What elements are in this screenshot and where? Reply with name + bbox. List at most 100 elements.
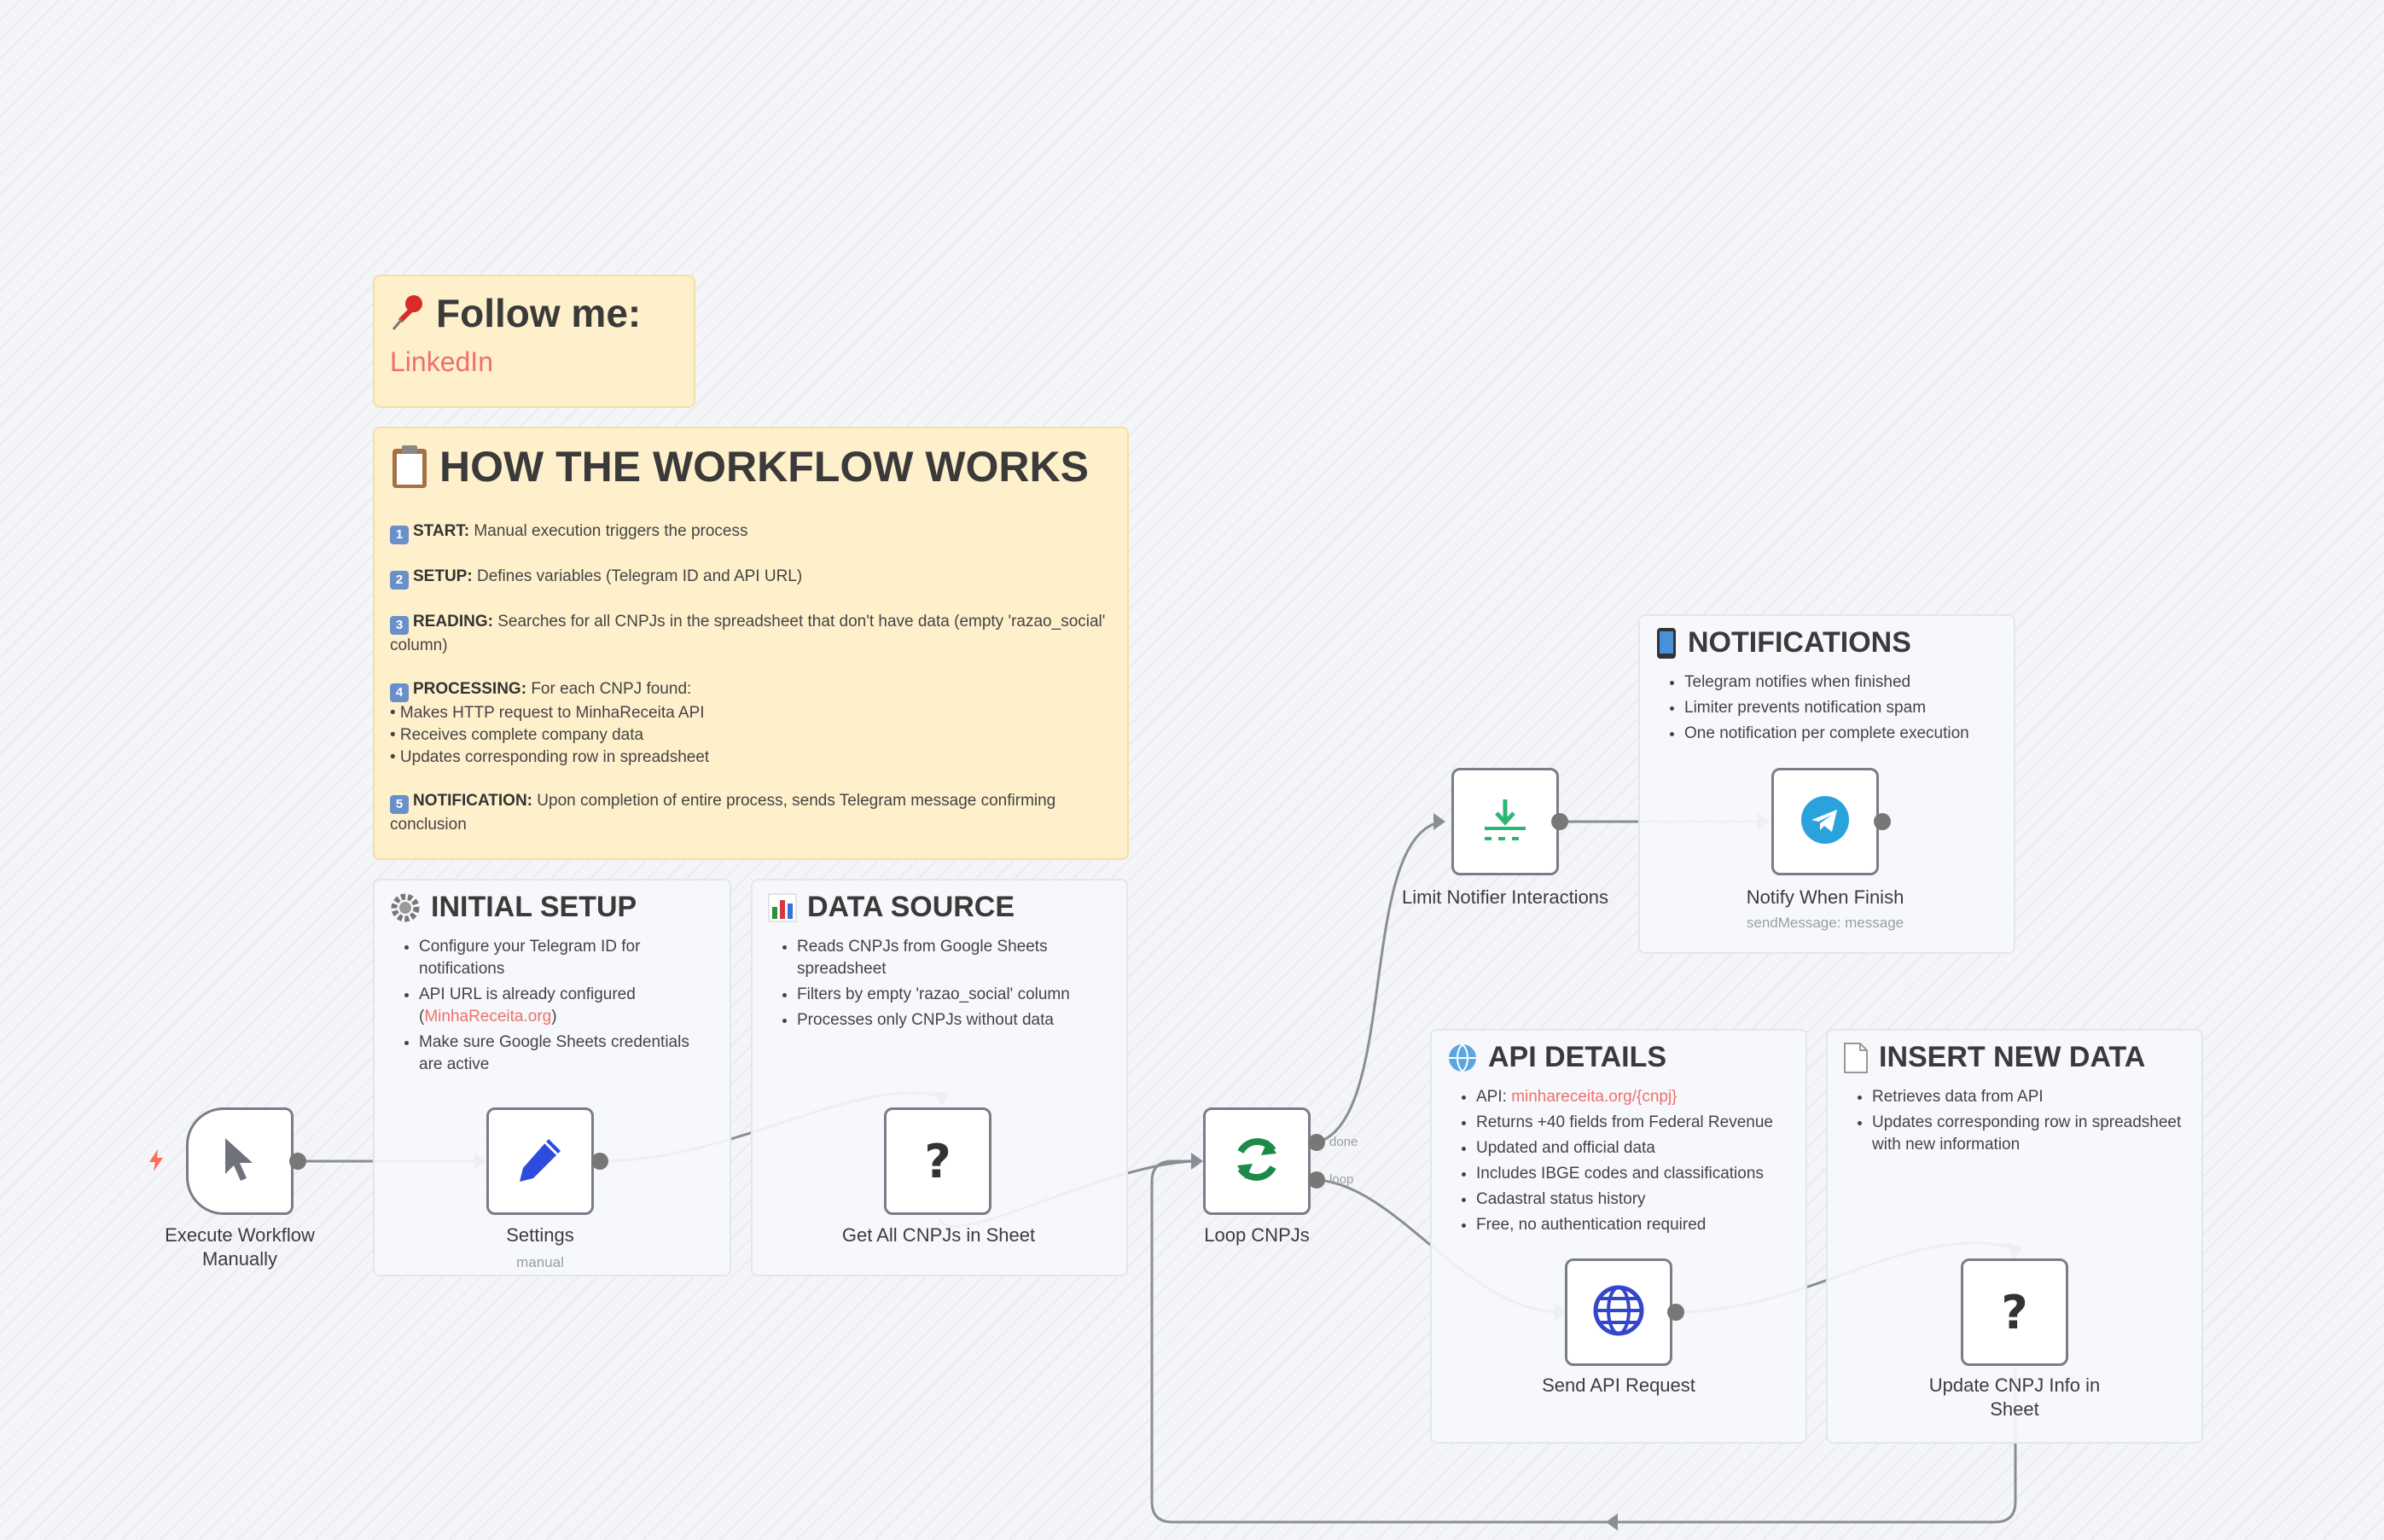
api-url-link[interactable]: minhareceita.org/{cnpj} [1511, 1088, 1678, 1106]
arrow-limit [1433, 813, 1445, 830]
list-item: Includes IBGE codes and classifications [1476, 1163, 1790, 1185]
globe-emoji-icon [1447, 1043, 1478, 1073]
step-2-text: Defines variables (Telegram ID and API U… [476, 567, 803, 585]
list-item: API URL is already configured (MinhaRece… [419, 984, 714, 1028]
insert-data-note[interactable]: INSERT NEW DATA Retrieves data from API … [1826, 1029, 2203, 1444]
how-title: HOW THE WORKFLOW WORKS [439, 443, 1089, 491]
step-2-label: SETUP: [413, 567, 473, 585]
settings-node-subtitle: manual [516, 1254, 564, 1270]
step-5-label: NOTIFICATION: [413, 792, 533, 810]
api-prefix: API: [1476, 1088, 1512, 1106]
list-item: Updated and official data [1476, 1137, 1790, 1159]
limit-output-port[interactable] [1551, 813, 1568, 830]
api-details-title: API DETAILS [1488, 1041, 1667, 1073]
notify-node-label: Notify When Finish [1746, 886, 1904, 908]
step-4-bullet: • Makes HTTP request to MinhaReceita API [390, 704, 705, 722]
loop-node-label: Loop CNPJs [1204, 1224, 1310, 1246]
clipboard-icon [390, 444, 429, 490]
bar-chart-icon [768, 893, 797, 922]
limit-notifier-node[interactable] [1451, 768, 1559, 875]
update-cnpj-node[interactable]: ? [1961, 1258, 2068, 1366]
list-item: Processes only CNPJs without data [797, 1009, 1111, 1032]
minhareceita-link[interactable]: MinhaReceita.org [424, 1008, 552, 1026]
cursor-icon [220, 1135, 259, 1188]
loop-loop-port[interactable] [1308, 1171, 1325, 1188]
edge-update-loop-back [1150, 1159, 2017, 1524]
insert-data-title: INSERT NEW DATA [1879, 1041, 2146, 1073]
send-api-request-node[interactable] [1565, 1258, 1672, 1366]
list-item: Limiter prevents notification spam [1684, 697, 1998, 719]
settings-output-port[interactable] [591, 1153, 608, 1170]
step-1-number: 1 [390, 526, 409, 544]
step-4-bullet: • Receives complete company data [390, 726, 644, 744]
question-icon: ? [924, 1134, 951, 1188]
loop-done-port[interactable] [1308, 1134, 1325, 1151]
list-item: Configure your Telegram ID for notificat… [419, 936, 714, 980]
get-cnpjs-node-label: Get All CNPJs in Sheet [841, 1224, 1036, 1246]
linkedin-link[interactable]: LinkedIn [390, 346, 493, 377]
initial-setup-title: INITIAL SETUP [431, 891, 637, 923]
step-3-number: 3 [390, 616, 409, 635]
step-1-label: START: [413, 522, 470, 540]
follow-title: Follow me: [436, 291, 642, 335]
execute-workflow-node[interactable] [186, 1107, 294, 1215]
notify-output-port[interactable] [1874, 813, 1891, 830]
step-4-text: For each CNPJ found: [531, 680, 692, 698]
notify-node-subtitle: sendMessage: message [1746, 915, 1904, 931]
loop-done-label: done [1329, 1135, 1358, 1149]
api-details-note[interactable]: API DETAILS API: minhareceita.org/{cnpj}… [1430, 1029, 1807, 1444]
telegram-icon [1800, 794, 1851, 850]
step-5-number: 5 [390, 795, 409, 814]
notifications-note[interactable]: NOTIFICATIONS Telegram notifies when fin… [1638, 614, 2015, 954]
data-source-title: DATA SOURCE [807, 891, 1015, 923]
execute-output-port[interactable] [289, 1153, 306, 1170]
step-3-label: READING: [413, 613, 493, 631]
initial-setup-note[interactable]: INITIAL SETUP Configure your Telegram ID… [373, 879, 731, 1276]
settings-node[interactable] [486, 1107, 594, 1215]
loop-loop-label: loop [1329, 1172, 1354, 1187]
step-4-label: PROCESSING: [413, 680, 527, 698]
update-node-label: Update CNPJ Info in Sheet [1928, 1374, 2101, 1420]
list-item-text: API URL is already configured ( [419, 985, 636, 1026]
list-item: API: minhareceita.org/{cnpj} [1476, 1086, 1790, 1108]
get-cnpjs-node[interactable]: ? [884, 1107, 991, 1215]
gear-icon [390, 892, 421, 923]
step-3-text: Searches for all CNPJs in the spreadshee… [390, 613, 1106, 654]
step-1-text: Manual execution triggers the process [474, 522, 748, 540]
refresh-icon [1230, 1133, 1283, 1190]
list-item: Filters by empty 'razao_social' column [797, 984, 1111, 1006]
list-item: Make sure Google Sheets credentials are … [419, 1032, 714, 1076]
list-item: Reads CNPJs from Google Sheets spreadshe… [797, 936, 1111, 980]
step-2-number: 2 [390, 571, 409, 590]
follow-me-note[interactable]: Follow me: LinkedIn [373, 275, 695, 408]
pushpin-icon [390, 293, 426, 333]
list-item: Retrieves data from API [1872, 1086, 2186, 1108]
limit-node-label: Limit Notifier Interactions [1401, 886, 1609, 908]
trigger-bolt-icon [147, 1148, 166, 1177]
step-4-number: 4 [390, 683, 409, 702]
api-output-port[interactable] [1667, 1304, 1684, 1321]
api-node-label: Send API Request [1542, 1374, 1695, 1396]
notifications-title: NOTIFICATIONS [1688, 626, 1911, 659]
mobile-phone-icon [1655, 627, 1678, 660]
list-item-text: ) [551, 1008, 557, 1026]
arrow-loop [1191, 1153, 1203, 1170]
pencil-icon [515, 1134, 566, 1189]
step-4-bullet: • Updates corresponding row in spreadshe… [390, 748, 710, 766]
notify-finish-node[interactable] [1771, 768, 1879, 875]
edge-loop-done-limit [1317, 820, 1443, 1144]
settings-node-label: Settings [506, 1224, 574, 1246]
data-source-note[interactable]: DATA SOURCE Reads CNPJs from Google Shee… [751, 879, 1128, 1276]
loop-cnpjs-node[interactable] [1203, 1107, 1311, 1215]
download-limit-icon [1480, 796, 1531, 848]
list-item: Updates corresponding row in spreadsheet… [1872, 1112, 2186, 1156]
globe-icon [1592, 1284, 1645, 1341]
step-5-text: Upon completion of entire process, sends… [390, 792, 1056, 834]
